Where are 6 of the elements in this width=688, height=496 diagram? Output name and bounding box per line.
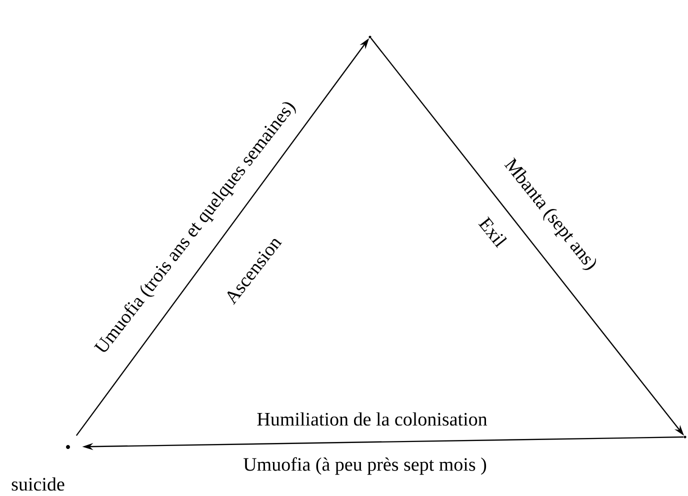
- corner-point: [368, 36, 372, 38]
- point-label: suicide: [12, 477, 64, 491]
- side-label: Exil: [478, 216, 507, 248]
- side-label: Humiliation de la colonisation: [257, 412, 488, 426]
- corner-point: [684, 436, 686, 438]
- edge-label: Umuofia (à peu près sept mois ): [242, 456, 488, 476]
